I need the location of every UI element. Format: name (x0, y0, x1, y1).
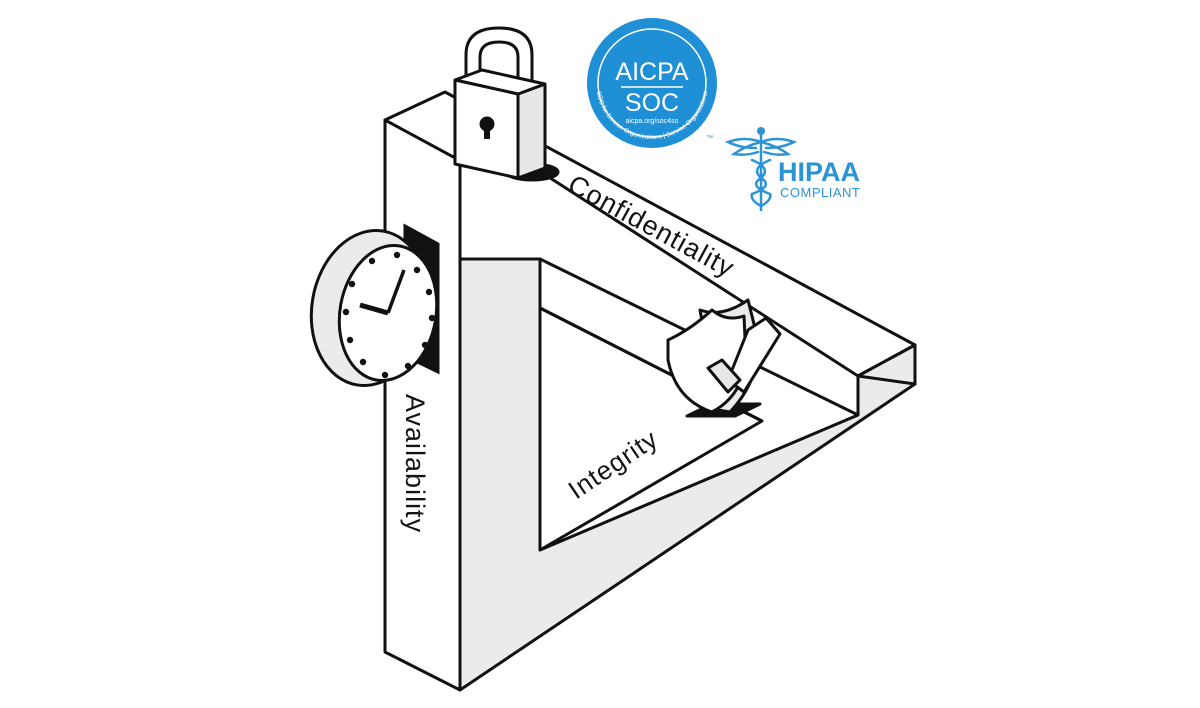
caduceus-icon (724, 127, 798, 212)
check-mark-short (706, 358, 742, 394)
aicpa-soc-seal: AICPA SOC aicpa.org/soc4so SOC for Servi… (587, 18, 717, 148)
hipaa-tm: ™ (706, 135, 713, 142)
clock-ticks (342, 251, 436, 379)
bottom-beam-front-face (458, 257, 917, 692)
seal-outer-circle (587, 18, 717, 148)
seal-inner-circle (597, 28, 707, 138)
seal-line-1: AICPA (615, 58, 688, 86)
hipaa-subtitle: COMPLIANT (780, 185, 860, 200)
availability-label: Availability (400, 394, 430, 533)
seal-line-2: SOC (625, 89, 679, 117)
keyhole-slot (484, 126, 490, 139)
hipaa-title: HIPAA (778, 157, 860, 187)
hipaa-badge: ™ HIPAA COMPLIANT (706, 127, 860, 212)
clock-minute-hand (386, 269, 406, 314)
clock-icon (309, 223, 440, 387)
clock-hour-hand (359, 302, 389, 316)
shield-check-icon (666, 298, 782, 418)
padlock-body-side (516, 82, 547, 180)
padlock-icon (453, 26, 560, 182)
seal-url: aicpa.org/soc4so (626, 118, 679, 125)
